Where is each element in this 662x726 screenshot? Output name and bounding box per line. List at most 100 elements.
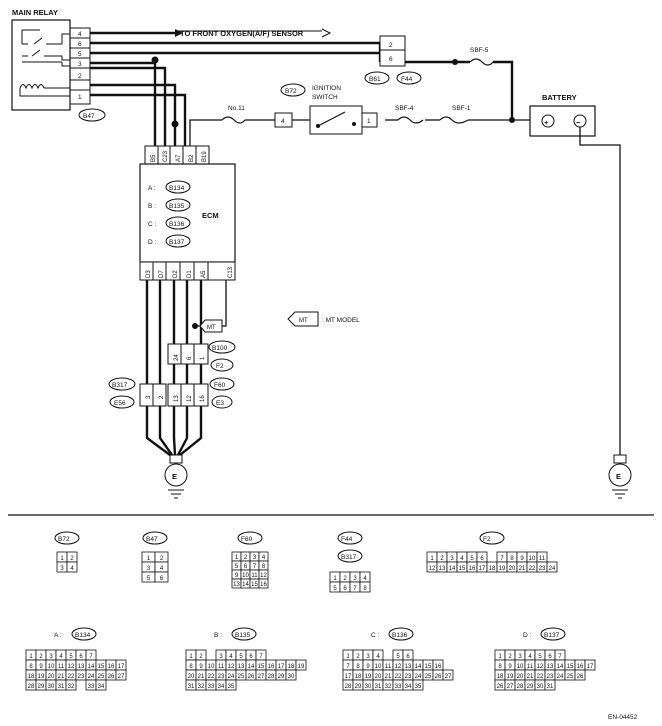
layout-pin-number: 15	[459, 566, 466, 572]
layout-pin-number: 27	[118, 674, 125, 680]
layout-pin-number: 29	[355, 684, 362, 690]
ignition-title-2: SWITCH	[312, 94, 338, 101]
layout-pin-number: 17	[479, 566, 486, 572]
layout-pin-number: 10	[375, 664, 382, 670]
e56-label: E56	[114, 400, 126, 407]
layout-pin-number: 5	[396, 654, 400, 660]
layout-pin-number: 27	[445, 674, 452, 680]
layout-pin-number: 1	[346, 654, 350, 660]
layout-pin-number: 14	[557, 664, 564, 670]
layout-pin-number: 2	[199, 654, 203, 660]
layout-pin-number: 33	[88, 684, 95, 690]
layout-pin-number: 32	[68, 684, 75, 690]
layout-pin-number: 8	[262, 564, 266, 570]
ecm-conn-code: B134	[169, 185, 185, 192]
layout-pin-number: 21	[385, 674, 392, 680]
layout-pin-number: 17	[118, 664, 125, 670]
mt-tag-text: MT	[207, 325, 216, 331]
relay-pin: 2	[78, 73, 82, 80]
layout-pin-number: 35	[228, 684, 235, 690]
layout-pin-number: 7	[259, 654, 263, 660]
layout-pin-number: 7	[558, 654, 562, 660]
layout-pin-number: 18	[288, 664, 295, 670]
layout-pin-number: 4	[262, 555, 266, 561]
ecm-bottom-pin: D1	[187, 270, 193, 278]
layout-code: B317	[341, 554, 357, 561]
layout-pin-number: 9	[39, 664, 43, 670]
ecm-top-pin: B5	[151, 154, 157, 162]
layout-pin-number: 11	[251, 573, 258, 579]
layout-pin-number: 3	[353, 576, 357, 582]
layout-pin-number: 26	[108, 674, 115, 680]
b61-label: B61	[369, 76, 381, 83]
layout-pin-number: 3	[60, 566, 64, 572]
main-relay-title: MAIN RELAY	[12, 8, 58, 17]
layout-pin-number: 11	[527, 664, 534, 670]
layout-pin-number: 19	[38, 674, 45, 680]
layout-pin-number: 7	[253, 564, 257, 570]
layout-pin-number: 24	[415, 674, 422, 680]
layout-pin-number: 12	[537, 664, 544, 670]
layout-pin-number: 28	[28, 684, 35, 690]
layout-pin-number: 11	[385, 664, 392, 670]
relay-pin: 1	[78, 94, 82, 101]
ground-right: E	[608, 454, 632, 499]
relay-pin: 6	[78, 41, 82, 48]
layout-pin-number: 23	[218, 674, 225, 680]
layout-pin-number: 2	[70, 556, 74, 562]
layout-pin-number: 15	[425, 664, 432, 670]
f2-pin: 24	[174, 354, 180, 361]
ecm-bottom-pin: A5	[201, 270, 207, 278]
ecm-bottom-pin: D3	[146, 270, 152, 278]
layout-pin-number: 30	[288, 674, 295, 680]
layout-code: B137	[544, 632, 560, 639]
f2-label: F2	[216, 363, 224, 370]
b72-label: B72	[285, 88, 297, 95]
layout-pin-number: 30	[48, 684, 55, 690]
ecm-conn-code: B135	[169, 203, 185, 210]
layout-pin-number: 21	[198, 674, 205, 680]
ign-pin-right: 1	[367, 118, 371, 125]
layout-pin-number: 7	[89, 654, 93, 660]
layout-pin-number: 16	[268, 664, 275, 670]
layout-pin-number: 20	[48, 674, 55, 680]
f2-pin: 6	[187, 356, 193, 360]
layout-pin-number: 8	[189, 664, 193, 670]
layout-pin-number: 11	[218, 664, 225, 670]
layout-pin-number: 7	[353, 586, 357, 592]
layout-pin-number: 18	[489, 566, 496, 572]
layout-pin-cell	[285, 669, 297, 681]
b317-label: B317	[112, 382, 128, 389]
f2-pin: 1	[200, 356, 206, 360]
layout-pin-number: 13	[238, 664, 245, 670]
layout-code-ellipse	[337, 531, 363, 545]
layout-pin-number: 27	[507, 684, 514, 690]
layout-pin-number: 6	[406, 654, 410, 660]
layout-pin-number: 28	[345, 684, 352, 690]
sbf1-label: SBF-1	[452, 105, 471, 112]
layout-pin-number: 32	[385, 684, 392, 690]
layout-letter: D :	[523, 632, 532, 639]
layout-code: F44	[341, 536, 353, 543]
layout-pin-number: 5	[239, 654, 243, 660]
layout-pin-number: 1	[333, 576, 337, 582]
layout-pin-number: 5	[69, 654, 73, 660]
layout-code-ellipse	[540, 627, 566, 641]
layout-pin-number: 18	[355, 674, 362, 680]
layout-letter: A :	[54, 632, 62, 639]
ground-label: E	[172, 472, 177, 481]
layout-pin-cell	[412, 679, 424, 691]
layout-pin-number: 5	[470, 556, 474, 562]
layout-code-ellipse	[142, 531, 168, 545]
layout-pin-number: 14	[88, 664, 95, 670]
layout-pin-cell	[442, 669, 454, 681]
layout-pin-number: 3	[219, 654, 223, 660]
layout-letter: B :	[214, 632, 222, 639]
layout-pin-number: 4	[70, 566, 74, 572]
ecm-conn-letter: D :	[148, 239, 157, 246]
f60-label: F60	[214, 382, 226, 389]
layout-pin-number: 24	[549, 566, 556, 572]
layout-pin-cell	[66, 561, 78, 573]
no11-label: No.11	[228, 105, 245, 112]
